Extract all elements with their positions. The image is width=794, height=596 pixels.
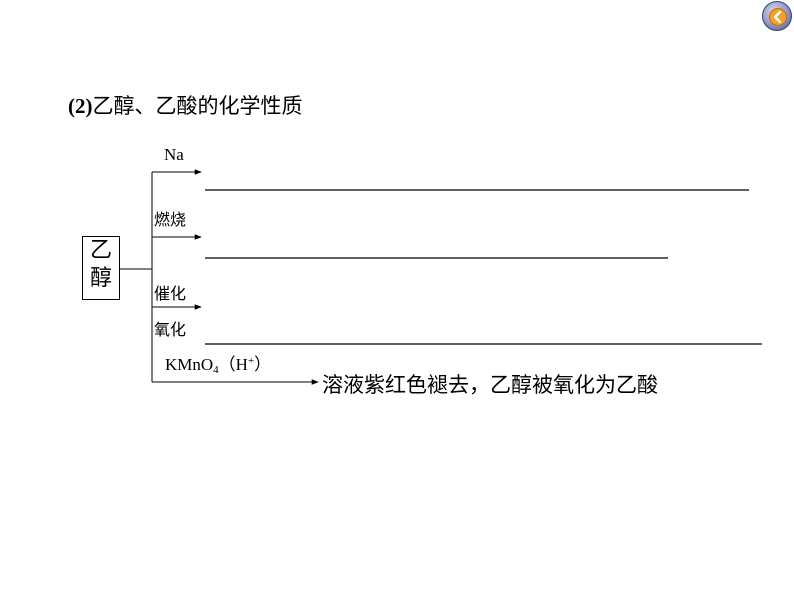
catalytic-label-line1: 催化	[154, 284, 187, 303]
kmno4-open: （H	[218, 355, 248, 374]
ethanol-char-1: 乙	[89, 238, 112, 263]
section-title: (2)乙醇、乙酸的化学性质	[68, 90, 303, 120]
burn-label: 燃烧	[154, 210, 187, 229]
kmno4-label: KMnO4（H+）	[165, 350, 271, 376]
section-number: (2)	[68, 94, 93, 118]
catalytic-label-line2: 氧化	[154, 320, 187, 339]
kmno4-subscript: 4	[213, 364, 219, 376]
kmno4-close: ）	[254, 355, 272, 374]
kmno4-result-text: 溶液紫红色褪去，乙醇被氧化为乙酸	[322, 373, 658, 397]
back-arrow-icon	[769, 8, 787, 26]
section-title-text: 乙醇、乙酸的化学性质	[92, 94, 303, 118]
ethanol-box: 乙 醇	[82, 236, 120, 300]
kmno4-base: KMnO	[165, 355, 214, 374]
back-arrow-glyph	[773, 10, 782, 24]
na-label: Na	[164, 145, 184, 164]
back-button[interactable]	[762, 1, 792, 31]
ethanol-char-2: 醇	[89, 266, 112, 291]
kmno4-superscript: +	[247, 355, 255, 367]
